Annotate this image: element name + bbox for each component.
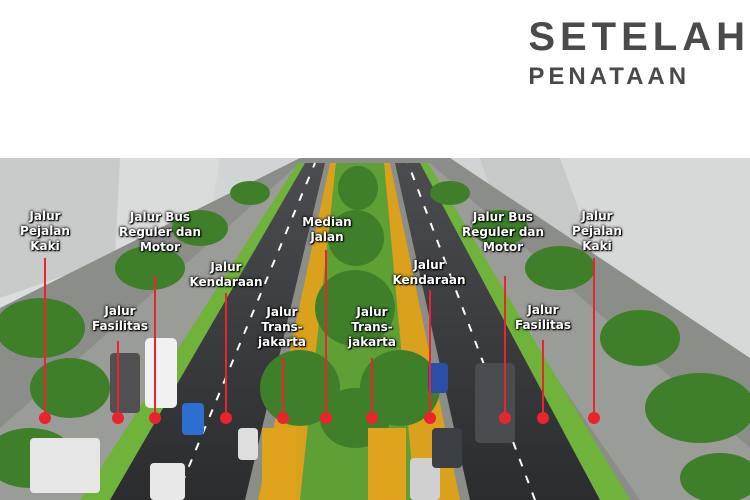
transjakarta-right <box>368 428 406 500</box>
label-median: Median Jalan <box>302 215 352 244</box>
street-rendering <box>0 158 750 500</box>
bus-right <box>475 363 515 443</box>
label-markers <box>39 412 600 424</box>
car-white <box>238 428 258 460</box>
car-front-right <box>410 458 440 500</box>
label-left-transjakarta: Jalur Trans- jakarta <box>257 305 307 349</box>
left-road <box>110 163 325 500</box>
label-right-pedestrian: Jalur Pejalan Kaki <box>572 209 622 253</box>
label-left-vehicle: Jalur Kendaraan <box>189 260 263 289</box>
label-left-facility: Jalur Fasilitas <box>91 304 149 333</box>
lane-markings <box>174 162 536 500</box>
label-left-pedestrian: Jalur Pejalan Kaki <box>20 209 70 253</box>
page-heading: SETELAH PENATAAN <box>528 14 750 92</box>
label-right-bus-motor: Jalur Bus Reguler dan Motor <box>461 210 545 254</box>
transjakarta-left <box>262 428 296 500</box>
right-road <box>395 163 600 500</box>
kiosk <box>30 438 100 493</box>
label-right-facility: Jalur Fasilitas <box>514 303 572 332</box>
label-right-vehicle: Jalur Kendaraan <box>392 258 466 287</box>
car-dark-right <box>432 428 462 468</box>
bus-left-dark <box>110 353 140 413</box>
left-grass-strip <box>80 163 305 500</box>
heading-line1: SETELAH <box>528 15 750 59</box>
car-blue-right <box>428 363 448 393</box>
car-blue-left <box>182 403 204 435</box>
right-grass-strip <box>420 163 630 500</box>
car-front <box>150 463 185 500</box>
label-left-bus-motor: Jalur Bus Reguler dan Motor <box>118 210 202 254</box>
bus-left <box>145 338 177 408</box>
right-busway <box>384 163 460 500</box>
heading-line2: PENATAAN <box>528 63 691 90</box>
label-leaders <box>44 250 595 418</box>
label-right-transjakarta: Jalur Trans- jakarta <box>347 305 397 349</box>
